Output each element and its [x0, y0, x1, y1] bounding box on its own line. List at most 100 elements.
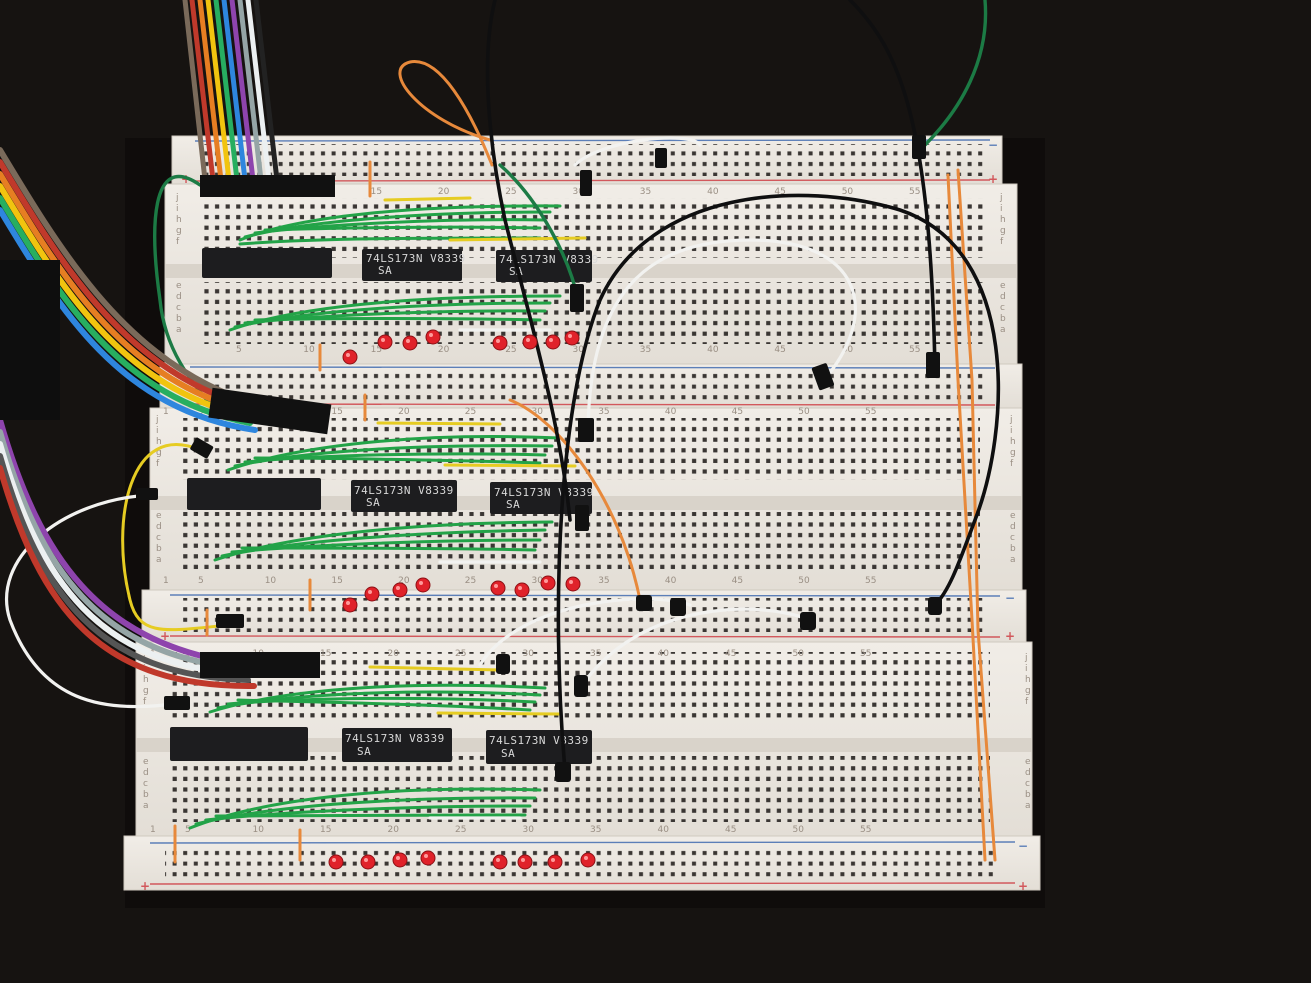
svg-text:74LS173N V8339: 74LS173N V8339 — [366, 252, 466, 265]
row-letter: b — [143, 790, 149, 800]
led-group — [328, 329, 596, 870]
svg-text:−: − — [1018, 839, 1028, 853]
row-letter: d — [176, 292, 182, 302]
header-connector — [200, 175, 335, 197]
svg-text:SA: SA — [378, 264, 392, 277]
column-number: 25 — [465, 407, 476, 417]
led-highlight — [419, 581, 423, 585]
led-highlight — [368, 590, 372, 594]
svg-text:74LS173N V8339: 74LS173N V8339 — [345, 732, 445, 745]
column-number: 5 — [236, 345, 242, 355]
column-number: 50 — [793, 649, 805, 659]
black-jumper-wires — [485, 0, 1001, 772]
row-letter: d — [143, 768, 149, 778]
column-number: 20 — [398, 576, 410, 586]
column-number: 10 — [253, 825, 265, 835]
row-letter: f — [1010, 459, 1014, 469]
column-number: 55 — [865, 576, 876, 586]
row-letter: i — [1000, 204, 1003, 214]
row-letter: h — [1010, 437, 1016, 447]
led — [377, 334, 393, 350]
column-number: 30 — [532, 407, 544, 417]
led — [342, 597, 358, 613]
column-number: 30 — [523, 649, 535, 659]
row-letter: j — [175, 193, 179, 203]
column-number: 55 — [909, 187, 920, 197]
column-number: 20 — [388, 825, 400, 835]
row-letter: c — [143, 779, 148, 789]
svg-text:+: + — [140, 879, 150, 893]
led — [564, 330, 580, 346]
row-letter: e — [1025, 757, 1031, 767]
led — [328, 854, 344, 870]
led — [514, 582, 530, 598]
column-number: 15 — [331, 407, 342, 417]
column-number: 50 — [798, 407, 810, 417]
column-number: 30 — [532, 576, 544, 586]
column-number: 45 — [725, 825, 736, 835]
column-number: 25 — [455, 825, 466, 835]
led-highlight — [406, 339, 410, 343]
led — [547, 854, 563, 870]
column-number: 15 — [371, 345, 382, 355]
row-letter: i — [1025, 664, 1028, 674]
led — [342, 349, 358, 365]
led — [360, 854, 376, 870]
column-number: 15 — [331, 576, 342, 586]
rail-sign: + + − — [160, 591, 1015, 643]
svg-text:+: + — [1018, 879, 1028, 893]
column-number: 1 — [163, 576, 169, 586]
column-number: 45 — [774, 187, 785, 197]
column-number: 20 — [438, 187, 450, 197]
row-letter: g — [1025, 686, 1031, 696]
ic-chip — [202, 248, 332, 278]
row-letter: b — [1010, 544, 1016, 554]
row-letter: e — [156, 511, 162, 521]
ic-chip: 74LS173N V8339 SA — [496, 250, 599, 282]
led — [364, 586, 380, 602]
led-highlight — [551, 858, 555, 862]
column-number: 25 — [455, 649, 466, 659]
column-number: 15 — [371, 187, 382, 197]
row-letter: a — [143, 801, 149, 811]
ic-chip: 74LS173N V8339 SA — [486, 730, 592, 764]
row-letter: e — [1000, 281, 1006, 291]
column-number: 40 — [658, 825, 670, 835]
led — [565, 576, 581, 592]
row-letter: a — [176, 325, 182, 335]
row-letter: h — [1000, 215, 1006, 225]
column-number: 45 — [732, 407, 743, 417]
led — [415, 577, 431, 593]
row-letter: c — [1000, 303, 1005, 313]
ribbon-cable-top — [182, 0, 280, 183]
svg-text:SA: SA — [506, 498, 520, 511]
svg-text:74LS173N V8339: 74LS173N V8339 — [499, 253, 599, 266]
led — [580, 852, 596, 868]
svg-text:SA: SA — [357, 745, 371, 758]
row-letter: b — [176, 314, 182, 324]
column-number: 40 — [658, 649, 670, 659]
column-number: 45 — [774, 345, 785, 355]
row-letter: g — [156, 448, 162, 458]
column-number: 20 — [398, 407, 410, 417]
row-letter: c — [176, 303, 181, 313]
led-highlight — [346, 353, 350, 357]
column-number: 30 — [573, 187, 585, 197]
led-highlight — [496, 858, 500, 862]
row-letter: i — [1010, 426, 1013, 436]
led-highlight — [429, 333, 433, 337]
led-highlight — [364, 858, 368, 862]
column-number: 40 — [707, 187, 719, 197]
row-letter: d — [1010, 522, 1016, 532]
row-letter: b — [1000, 314, 1006, 324]
column-number: 35 — [640, 187, 651, 197]
green-jumper-bundle — [188, 204, 562, 830]
row-letter: c — [1010, 533, 1015, 543]
led-highlight — [544, 579, 548, 583]
column-number: 30 — [573, 345, 585, 355]
column-number: 20 — [438, 345, 450, 355]
led — [402, 335, 418, 351]
svg-text:+: + — [1005, 629, 1015, 643]
row-letter: f — [1000, 237, 1004, 247]
